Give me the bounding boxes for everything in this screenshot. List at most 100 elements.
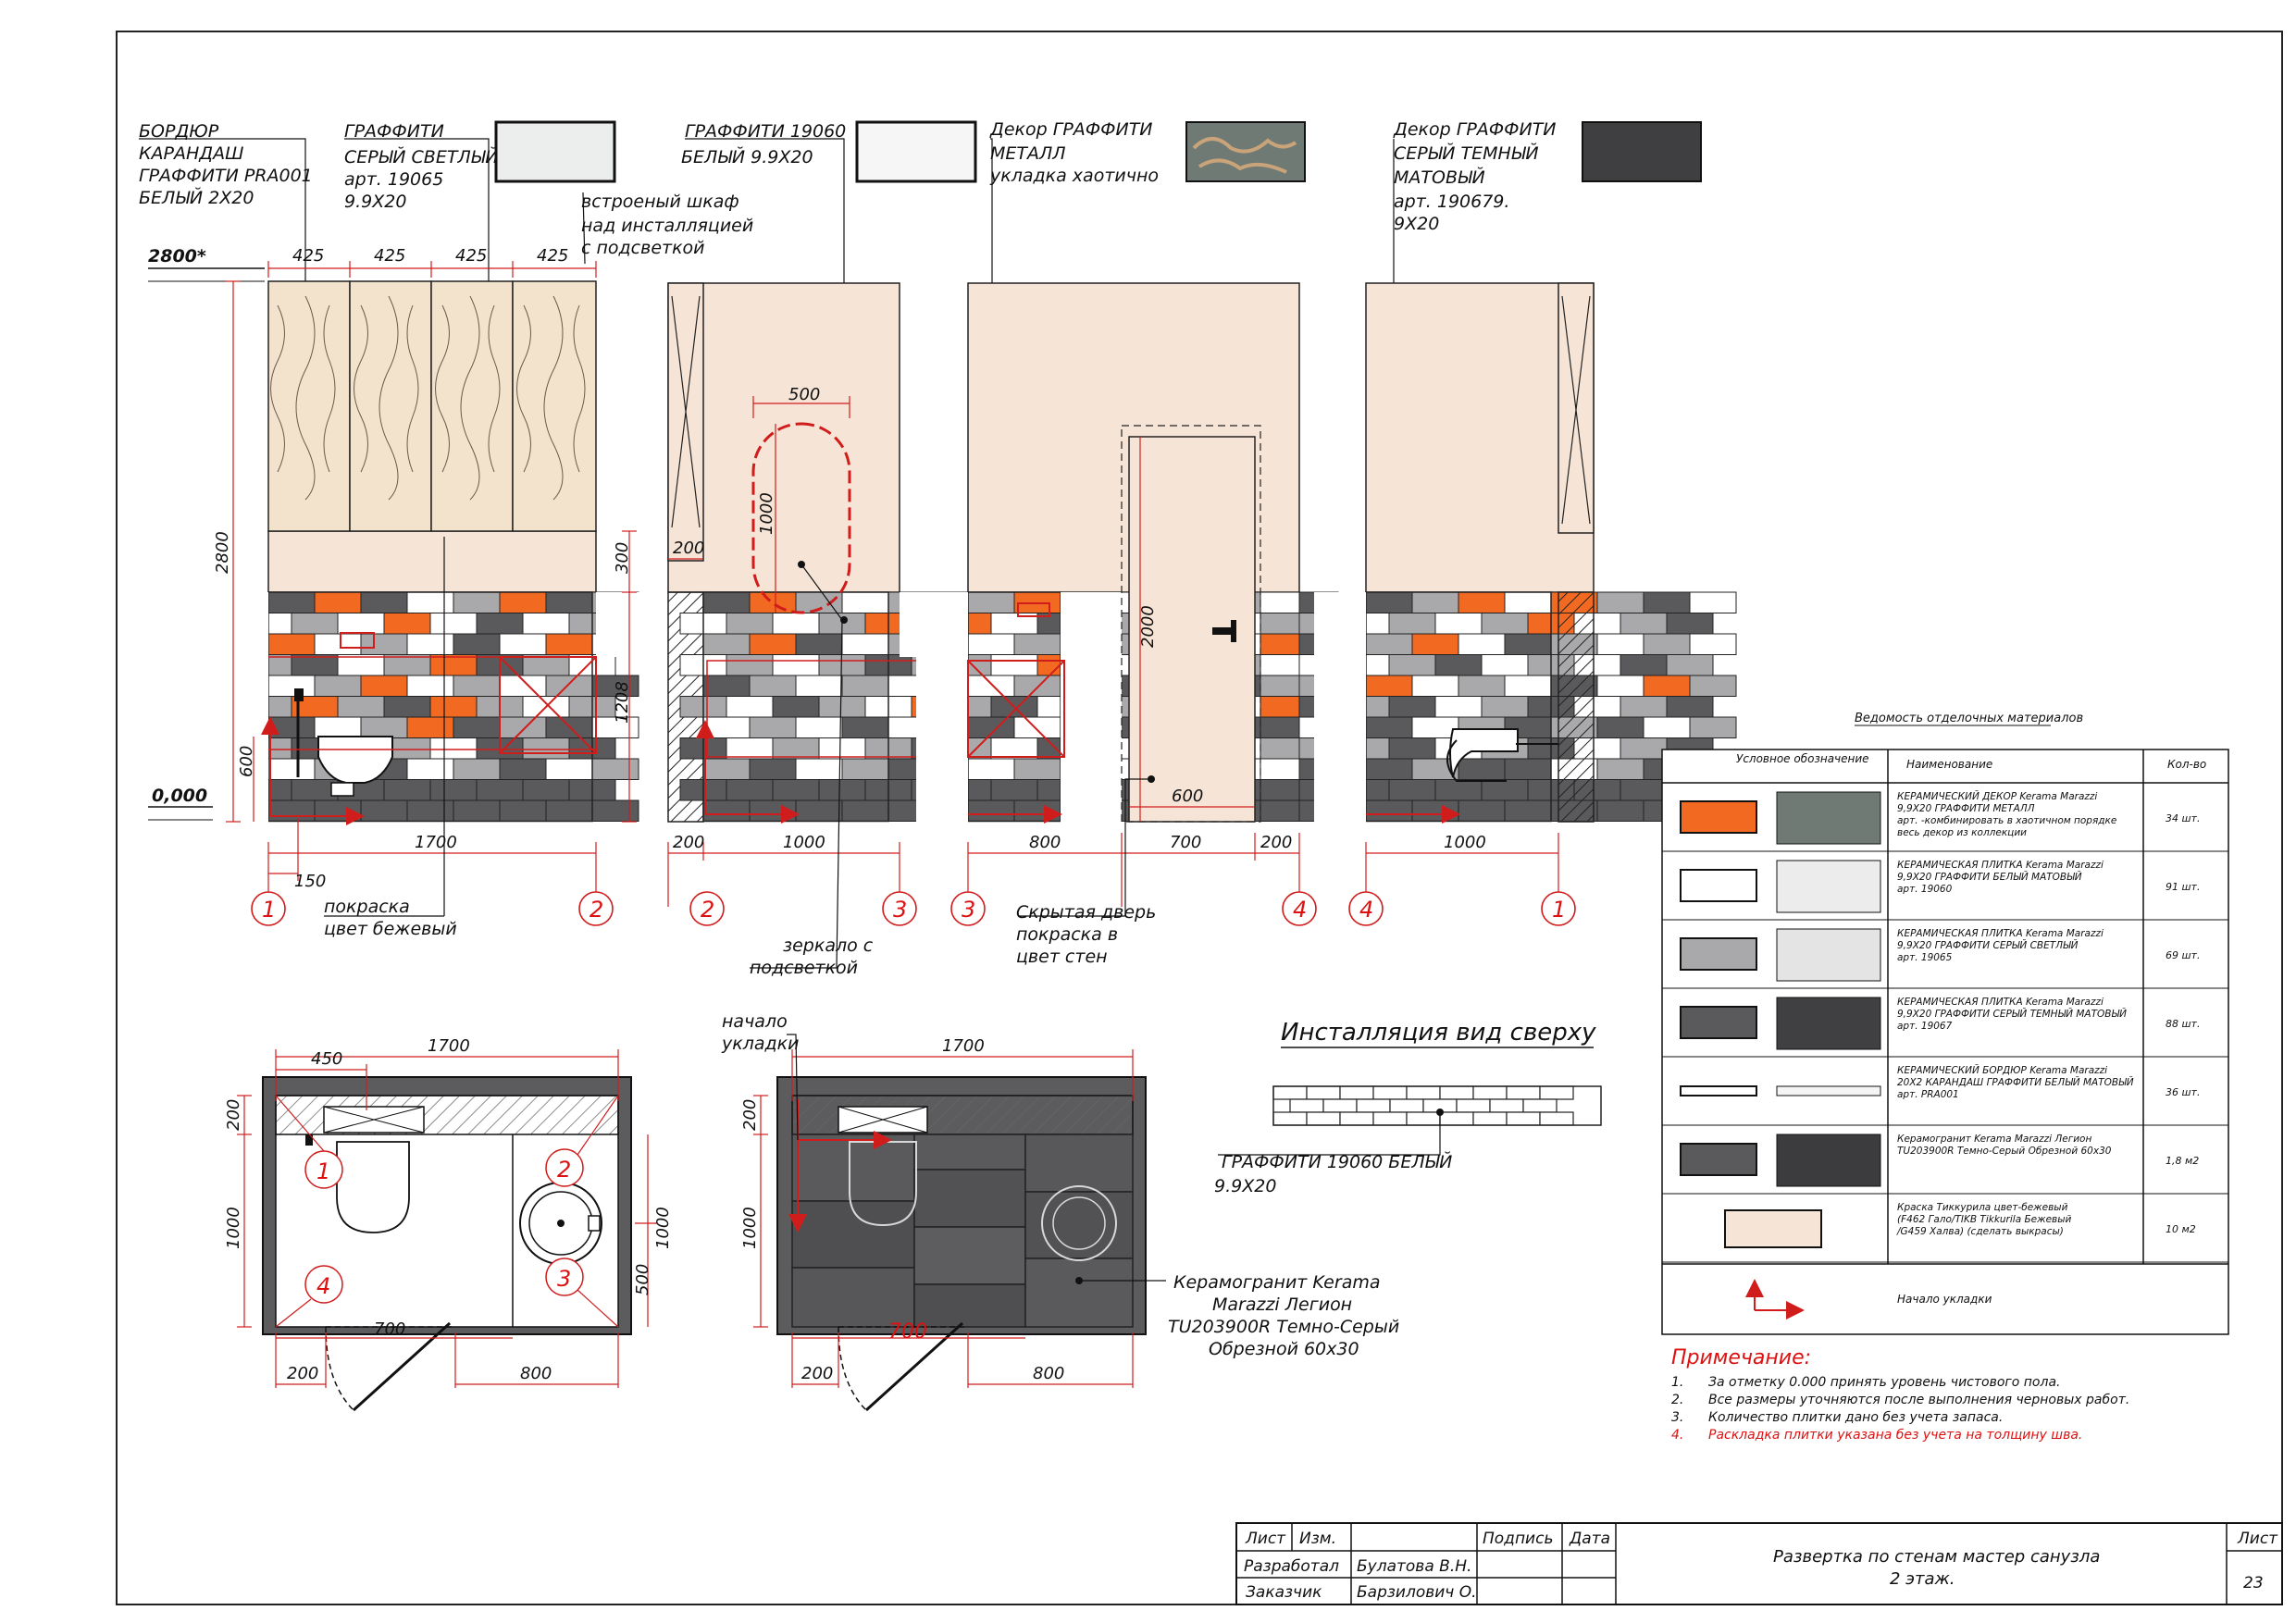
schedule-texture <box>1776 1134 1881 1187</box>
schedule-start-legend: Начало укладки <box>1745 1279 1992 1319</box>
svg-text:425: 425 <box>292 246 324 266</box>
install-brick <box>1539 1111 1574 1126</box>
wall-tile <box>314 633 362 655</box>
wall-tile <box>1643 591 1691 613</box>
wall-tile <box>795 716 843 738</box>
svg-text:арт. 19065: арт. 19065 <box>344 169 443 190</box>
tile-legend-top: БОРДЮР КАРАНДАШ ГРАФФИТИ PRA001 БЕЛЫЙ 2Х… <box>139 119 1702 234</box>
wall-tile <box>1481 779 1529 801</box>
install-brick <box>1472 1111 1508 1126</box>
wall-tile <box>267 799 316 822</box>
schedule-cell-name: Краска Тиккурила цвет-бежевый <box>1897 1202 2068 1213</box>
flush-button-3 <box>1017 602 1050 617</box>
title-block: Лист Изм. Подпись Дата Разработал Булато… <box>1235 1522 2283 1605</box>
svg-text:200: 200 <box>673 833 704 852</box>
toilet-elevation-1 <box>294 688 393 797</box>
svg-text:БЕЛЫЙ 2Х20: БЕЛЫЙ 2Х20 <box>139 187 254 208</box>
svg-text:Декор ГРАФФИТИ: Декор ГРАФФИТИ <box>989 119 1153 140</box>
wall-tile <box>1365 675 1413 697</box>
svg-text:Marazzi Легион: Marazzi Легион <box>1212 1295 1352 1315</box>
schedule-cell-name: КЕРАМИЧЕСКИЙ БОРДЮР Kerama Marazzi <box>1897 1064 2107 1076</box>
svg-text:1000: 1000 <box>653 1207 673 1249</box>
svg-text:200: 200 <box>740 1099 760 1131</box>
svg-text:500: 500 <box>633 1264 652 1295</box>
note-number: 1. <box>1671 1375 1683 1390</box>
wall-tile <box>1689 675 1737 697</box>
wall-tile <box>726 654 774 676</box>
install-brick <box>1372 1085 1408 1100</box>
annotation-door: Скрытая дверь покраска в цвет стен <box>1016 775 1156 967</box>
svg-text:ГРАФФИТИ 19060 БЕЛЫЙ: ГРАФФИТИ 19060 БЕЛЫЙ <box>1222 1151 1452 1172</box>
schedule-swatch <box>1680 937 1757 971</box>
install-brick <box>1339 1085 1374 1100</box>
plan2-floor-tiles <box>791 1134 1134 1328</box>
swatch-decor-texture <box>1192 137 1297 174</box>
svg-text:Керамогранит Kerama: Керамогранит Kerama <box>1173 1272 1380 1293</box>
wall-tile <box>499 716 547 738</box>
wall-tile <box>818 654 866 676</box>
elevation-wall-4-1 <box>1314 282 1737 824</box>
wall-tile <box>1434 696 1483 718</box>
svg-text:700: 700 <box>888 1320 927 1344</box>
wall-tile <box>1411 799 1459 822</box>
wall-paint-1 <box>267 530 597 593</box>
wall-tile <box>1458 633 1506 655</box>
schedule-cell-qty: 36 шт. <box>2166 1086 2200 1098</box>
wall-tile <box>1388 696 1436 718</box>
door-handle <box>1212 627 1236 635</box>
wall-tile <box>453 758 501 780</box>
wall-tile <box>453 675 501 697</box>
wall-tile <box>967 675 1015 697</box>
wall-tile <box>453 633 501 655</box>
svg-text:300: 300 <box>613 542 632 574</box>
svg-text:450: 450 <box>311 1049 342 1069</box>
wall-tile <box>383 654 431 676</box>
wall-tile <box>702 799 751 822</box>
schedule-cell-name: 9,9Х20 ГРАФФИТИ МЕТАЛЛ <box>1897 803 2035 814</box>
schedule-texture <box>1776 997 1881 1050</box>
svg-text:МАТОВЫЙ: МАТОВЫЙ <box>1394 167 1485 188</box>
plan2-sink-ghost <box>1041 1185 1117 1261</box>
install-title: Инсталляция вид сверху <box>1281 1019 1596 1047</box>
notes: Примечание: 1.За отметку 0.000 принять у… <box>1671 1346 2129 1443</box>
svg-text:0,000: 0,000 <box>152 786 207 806</box>
svg-text:покраска в: покраска в <box>1016 924 1118 945</box>
grid-mask <box>596 592 652 657</box>
wall-tile <box>841 591 889 613</box>
svg-text:150: 150 <box>294 872 326 891</box>
wall-tile <box>267 591 316 613</box>
wall-tile <box>314 716 362 738</box>
install-brick <box>1306 1111 1341 1126</box>
svg-text:200: 200 <box>673 539 704 558</box>
wall-tile <box>1596 675 1644 697</box>
svg-text:2800: 2800 <box>213 531 232 574</box>
wall-tile <box>337 696 385 718</box>
swatch-grey-light <box>494 120 616 183</box>
wall-tile <box>545 591 593 613</box>
wall-hatch-4 <box>1558 591 1595 823</box>
wall-tile <box>702 716 751 738</box>
svg-text:600: 600 <box>237 746 256 777</box>
wall-tile <box>1620 696 1668 718</box>
svg-text:Подпись: Подпись <box>1483 1530 1553 1548</box>
cabinet-side-2 <box>667 282 704 562</box>
label-grey-light: ГРАФФИТИ СЕРЫЙ СВЕТЛЫЙ арт. 19065 9.9Х20 <box>344 121 499 212</box>
wall-tile <box>726 696 774 718</box>
wall-tile <box>499 633 547 655</box>
wall-tile <box>522 613 570 635</box>
svg-text:подсветкой: подсветкой <box>750 958 858 978</box>
wall-tile <box>383 779 431 801</box>
svg-text:3: 3 <box>893 897 907 923</box>
wall-tile <box>1260 716 1300 738</box>
schedule-cell-name: 20Х2 КАРАНДАШ ГРАФФИТИ БЕЛЫЙ МАТОВЫЙ <box>1897 1076 2134 1088</box>
wall-tile <box>749 716 797 738</box>
svg-text:Изм.: Изм. <box>1299 1530 1336 1548</box>
schedule-cell-qty: 10 м2 <box>2166 1223 2196 1235</box>
wall-tile <box>1013 675 1061 697</box>
note-number: 2. <box>1671 1393 1683 1407</box>
svg-text:2000: 2000 <box>1138 605 1158 648</box>
schedule-swatch <box>1680 1006 1757 1039</box>
install-brick <box>1272 1085 1308 1100</box>
svg-text:Условное обозначение: Условное обозначение <box>1736 752 1869 765</box>
wall-tile <box>591 758 639 780</box>
